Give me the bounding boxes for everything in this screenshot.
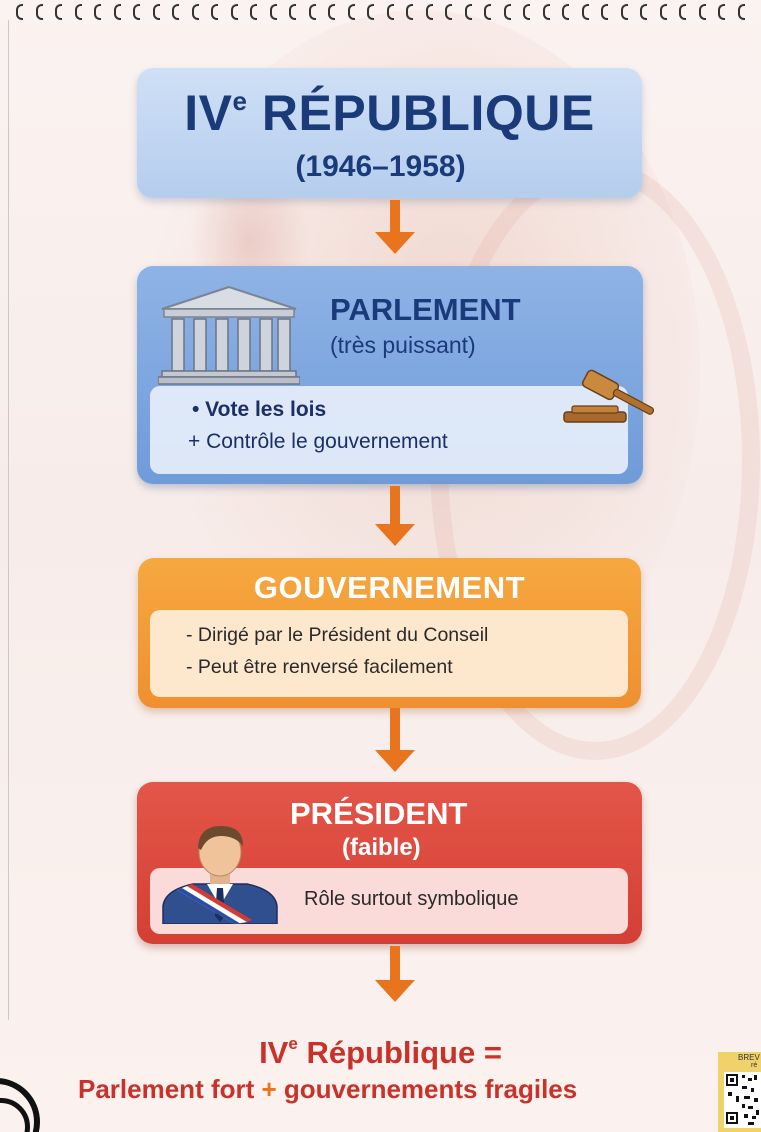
spiral-ring xyxy=(322,0,342,22)
down-arrow-icon xyxy=(380,708,410,778)
qr-label: BREV xyxy=(738,1053,760,1062)
spiral-ring xyxy=(498,0,518,22)
spiral-ring xyxy=(127,0,147,22)
page-title: IVe RÉPUBLIQUE xyxy=(137,84,642,142)
spiral-ring xyxy=(166,0,186,22)
spiral-ring xyxy=(244,0,264,22)
spiral-ring xyxy=(147,0,167,22)
spiral-ring xyxy=(634,0,654,22)
down-arrow-icon xyxy=(380,200,410,260)
spiral-ring xyxy=(693,0,713,22)
spiral-ring xyxy=(517,0,537,22)
president-subtitle: (faible) xyxy=(342,834,421,862)
spiral-ring xyxy=(420,0,440,22)
spiral-ring xyxy=(49,0,69,22)
spiral-ring xyxy=(478,0,498,22)
spiral-ring xyxy=(264,0,284,22)
gouvernement-title: GOUVERNEMENT xyxy=(138,570,641,606)
spiral-ring xyxy=(30,0,50,22)
spiral-ring xyxy=(595,0,615,22)
spiral-ring xyxy=(108,0,128,22)
spiral-ring xyxy=(303,0,323,22)
spiral-ring xyxy=(556,0,576,22)
president-title: PRÉSIDENT xyxy=(290,796,467,832)
spiral-ring xyxy=(712,0,732,22)
gavel-icon xyxy=(560,368,660,428)
spiral-ring xyxy=(576,0,596,22)
president-icon xyxy=(155,820,285,924)
gouvernement-item: - Dirigé par le Président du Conseil xyxy=(186,624,488,647)
parlement-item: + Contrôle le gouvernement xyxy=(188,430,448,454)
spiral-ring xyxy=(439,0,459,22)
spiral-ring xyxy=(283,0,303,22)
qr-code-badge: BREV ré xyxy=(718,1052,761,1132)
spiral-ring xyxy=(537,0,557,22)
president-role: Rôle surtout symbolique xyxy=(304,888,519,911)
spiral-ring xyxy=(88,0,108,22)
spiral-ring xyxy=(381,0,401,22)
conclusion-line-2: Parlement fort + gouvernements fragiles xyxy=(78,1074,577,1105)
spiral-ring xyxy=(615,0,635,22)
qr-code-icon xyxy=(724,1072,761,1128)
spiral-ring xyxy=(342,0,362,22)
qr-label: ré xyxy=(751,1062,757,1069)
parlement-subtitle: (très puissant) xyxy=(330,332,476,359)
down-arrow-icon xyxy=(380,486,410,552)
spiral-ring xyxy=(225,0,245,22)
gouvernement-item: - Peut être renversé facilement xyxy=(186,656,453,679)
down-arrow-icon xyxy=(380,946,410,1006)
circle-logo-icon xyxy=(0,1078,40,1132)
parlement-title: PARLEMENT xyxy=(330,292,521,328)
spiral-ring xyxy=(400,0,420,22)
spiral-ring xyxy=(654,0,674,22)
spiral-ring xyxy=(732,0,752,22)
conclusion-line-1: IVe République = xyxy=(0,1034,761,1071)
spiral-ring xyxy=(186,0,206,22)
parlement-item: • Vote les lois xyxy=(192,398,326,422)
spiral-ring xyxy=(459,0,479,22)
spiral-ring xyxy=(361,0,381,22)
spiral-ring xyxy=(10,0,30,22)
spiral-ring xyxy=(205,0,225,22)
spiral-binding xyxy=(0,0,761,26)
title-years: (1946–1958) xyxy=(0,150,761,184)
spiral-ring xyxy=(69,0,89,22)
spiral-ring xyxy=(673,0,693,22)
temple-icon xyxy=(158,285,300,385)
